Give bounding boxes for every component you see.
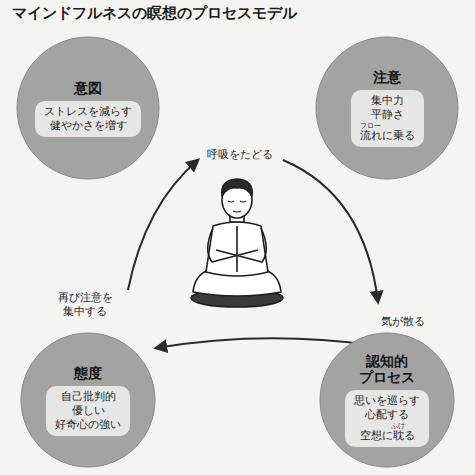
text-band: 集中力 平静さフロー流れに乗る	[351, 90, 424, 147]
cycle-arrow	[128, 160, 198, 290]
furigana: フロー	[360, 122, 381, 130]
meditating-person	[191, 179, 283, 307]
circle-heading: 態度	[74, 365, 102, 381]
circle-body: 流れに乗る	[360, 129, 415, 143]
category-circle: 態度自己批判的 優しい 好奇心の強い	[20, 332, 156, 468]
text-band: ストレスを減らす 健やかさを増す	[35, 101, 141, 137]
circle-body: 集中力 平静さ	[371, 94, 404, 122]
cycle-step-label: 再び注意を 集中する	[56, 291, 115, 319]
cycle-arrow	[283, 160, 378, 302]
circle-body: ストレスを減らす 健やかさを増す	[44, 105, 132, 133]
circle-body: 空想に耽る	[360, 429, 415, 443]
category-circle: 注意集中力 平静さフロー流れに乗る	[315, 36, 459, 180]
furigana: ふけ	[391, 422, 405, 430]
cycle-step-label: 呼吸をたどる	[205, 148, 275, 162]
circle-heading: 意図	[74, 80, 102, 96]
cycle-arrow	[156, 338, 372, 348]
circle-body: 思いを巡らす 心配する	[354, 394, 420, 422]
circle-heading: 認知的 プロセス	[352, 353, 422, 385]
category-circle: 認知的 プロセス思いを巡らす 心配するふけ空想に耽る	[319, 332, 455, 468]
cycle-arrows	[128, 160, 378, 348]
circle-heading: 注意	[373, 69, 401, 85]
cycle-step-label: 気が散る	[379, 315, 427, 329]
text-band: 思いを巡らす 心配するふけ空想に耽る	[345, 390, 429, 447]
category-circle: 意図ストレスを減らす 健やかさを増す	[16, 36, 160, 180]
circle-body: 自己批判的 優しい 好奇心の強い	[55, 390, 121, 432]
diagram-title: マインドフルネスの瞑想のプロセスモデル	[12, 4, 297, 23]
text-band: 自己批判的 優しい 好奇心の強い	[46, 386, 130, 436]
